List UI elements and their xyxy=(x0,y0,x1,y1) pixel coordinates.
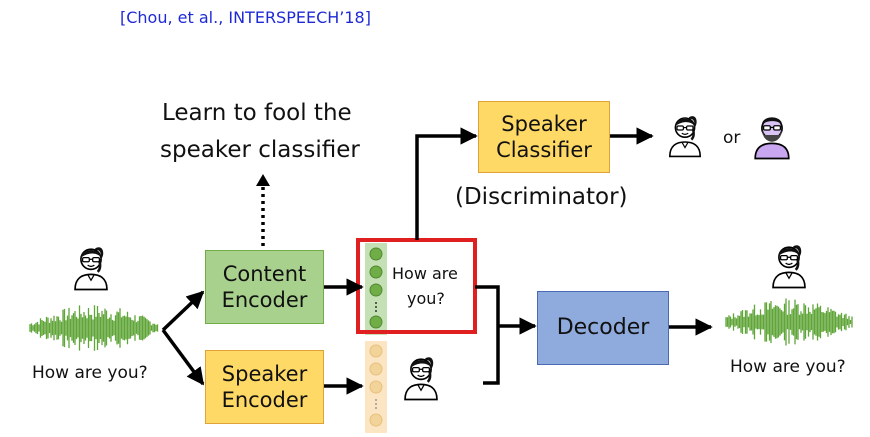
output-utterance-label: How are you? xyxy=(730,357,846,377)
output-waveform-icon xyxy=(725,298,853,346)
fool-label-line2: speaker classifier xyxy=(160,137,360,163)
classifier-male-icon xyxy=(754,116,790,160)
speaker-embedding-icon xyxy=(403,355,439,401)
citation: [Chou, et al., INTERSPEECH’18] xyxy=(120,8,371,27)
input-waveform-icon xyxy=(29,305,159,351)
content-encoder-label-2: Encoder xyxy=(221,288,308,312)
content-encoder-label-1: Content xyxy=(222,261,307,286)
input-speaker-icon xyxy=(73,245,109,291)
decoder-label: Decoder xyxy=(556,315,650,341)
content-vector xyxy=(365,243,387,335)
speaker-encoder-label-2: Encoder xyxy=(221,388,308,412)
speaker-classifier-label-2: Classifier xyxy=(496,138,592,162)
content-text-line2: you? xyxy=(407,289,445,308)
output-speaker-icon xyxy=(771,243,807,289)
speaker-encoder-label-1: Speaker xyxy=(221,361,308,386)
content-text-line1: How are xyxy=(392,264,458,283)
decoder: Decoder xyxy=(537,291,669,365)
input-utterance-label: How are you? xyxy=(32,363,148,383)
speaker-classifier-label-1: Speaker xyxy=(501,111,587,136)
or-label: or xyxy=(723,128,741,148)
speaker-vector xyxy=(365,341,387,433)
classifier-female-icon xyxy=(668,114,702,158)
discriminator-label: (Discriminator) xyxy=(455,184,628,210)
connectors xyxy=(161,127,713,395)
fool-label-line1: Learn to fool the xyxy=(162,100,352,126)
